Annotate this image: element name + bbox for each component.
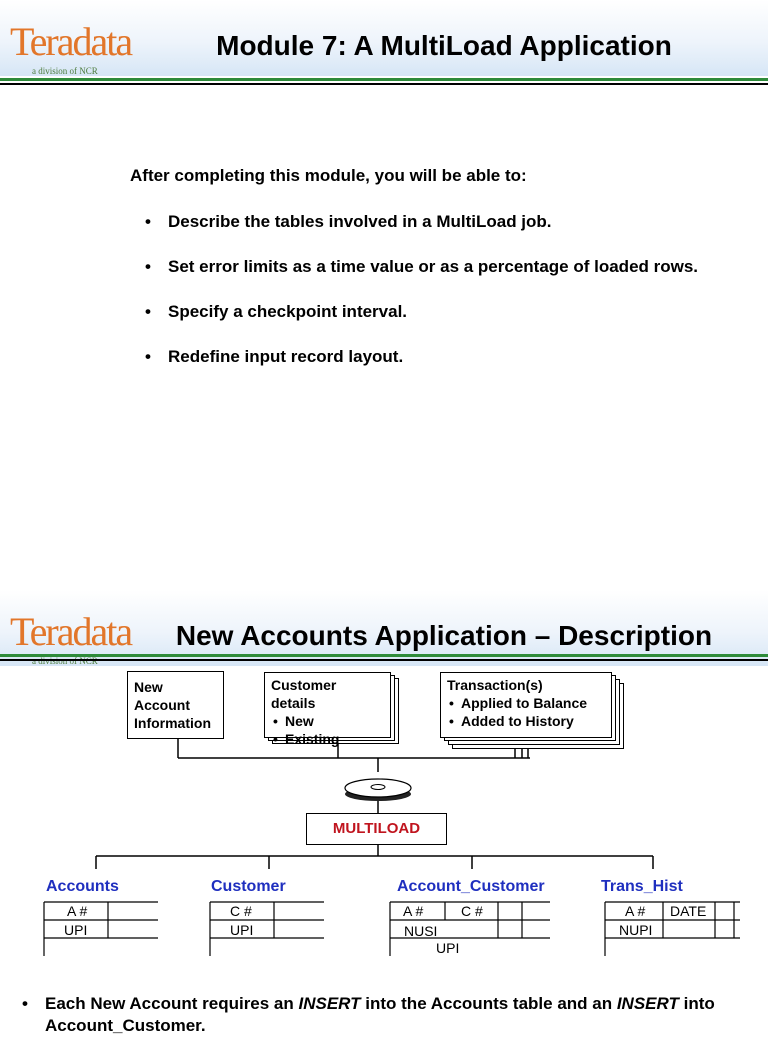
slide-header: Teradata a division of NCR Module 7: A M…	[0, 0, 768, 76]
list-item: New	[271, 712, 384, 730]
header-black-rule	[0, 659, 768, 661]
teradata-logo: Teradata a division of NCR	[10, 19, 133, 78]
logo-wordmark: Teradata	[10, 609, 133, 654]
table-name-customer: Customer	[211, 878, 286, 895]
column-header: DATE	[670, 903, 707, 919]
header-black-rule	[0, 83, 768, 85]
logo-tagline: a division of NCR	[32, 66, 98, 76]
bullet-icon: •	[145, 302, 151, 321]
slide-module-intro: Teradata a division of NCR Module 7: A M…	[0, 0, 768, 390]
objective-item: •Redefine input record layout.	[145, 347, 404, 366]
slide-title: New Accounts Application – Description	[175, 620, 713, 651]
slide-new-accounts: Teradata a division of NCR New Accounts …	[0, 590, 768, 1035]
header-green-rule	[0, 78, 768, 81]
table-name-account-customer: Account_Customer	[397, 878, 545, 895]
column-header: A #	[67, 903, 88, 919]
table-name-accounts: Accounts	[46, 878, 119, 895]
objective-item: •Set error limits as a time value or as …	[145, 257, 699, 276]
objective-item: •Specify a checkpoint interval.	[145, 302, 408, 321]
slide-title: Module 7: A MultiLoad Application	[216, 30, 672, 61]
index-label: UPI	[436, 940, 460, 956]
index-label: UPI	[230, 922, 254, 938]
slide-header: Teradata a division of NCR New Accounts …	[0, 590, 768, 666]
multiload-box: MULTILOAD	[306, 813, 447, 845]
list-item: Existing	[271, 730, 384, 748]
bullet-icon: •	[22, 994, 28, 1013]
objective-item: •Describe the tables involved in a Multi…	[145, 212, 552, 231]
index-label: NUPI	[619, 922, 653, 938]
disk-icon	[344, 778, 412, 801]
table-name-trans-hist: Trans_Hist	[601, 878, 683, 895]
index-label: NUSI	[404, 923, 438, 939]
bullet-icon: •	[145, 212, 151, 231]
bullet-icon: •	[145, 257, 151, 276]
list-item: Applied to Balance	[447, 694, 605, 712]
column-header: C #	[461, 903, 483, 919]
objectives-list: •Describe the tables involved in a Multi…	[145, 210, 735, 390]
teradata-logo: Teradata a division of NCR	[10, 609, 133, 668]
new-account-info-box: New Account Information	[127, 671, 224, 739]
logo-tagline: a division of NCR	[32, 656, 98, 666]
logo-wordmark: Teradata	[10, 19, 133, 64]
transactions-box: Transaction(s) Applied to Balance Added …	[440, 672, 612, 738]
index-label: UPI	[64, 922, 88, 938]
list-item: Added to History	[447, 712, 605, 730]
bullet-icon: •	[145, 347, 151, 366]
objectives-intro: After completing this module, you will b…	[130, 166, 527, 185]
header-green-rule	[0, 654, 768, 657]
column-header: A #	[625, 903, 646, 919]
column-header: C #	[230, 903, 252, 919]
customer-details-box: Customer details New Existing	[264, 672, 391, 748]
column-header: A #	[403, 903, 424, 919]
